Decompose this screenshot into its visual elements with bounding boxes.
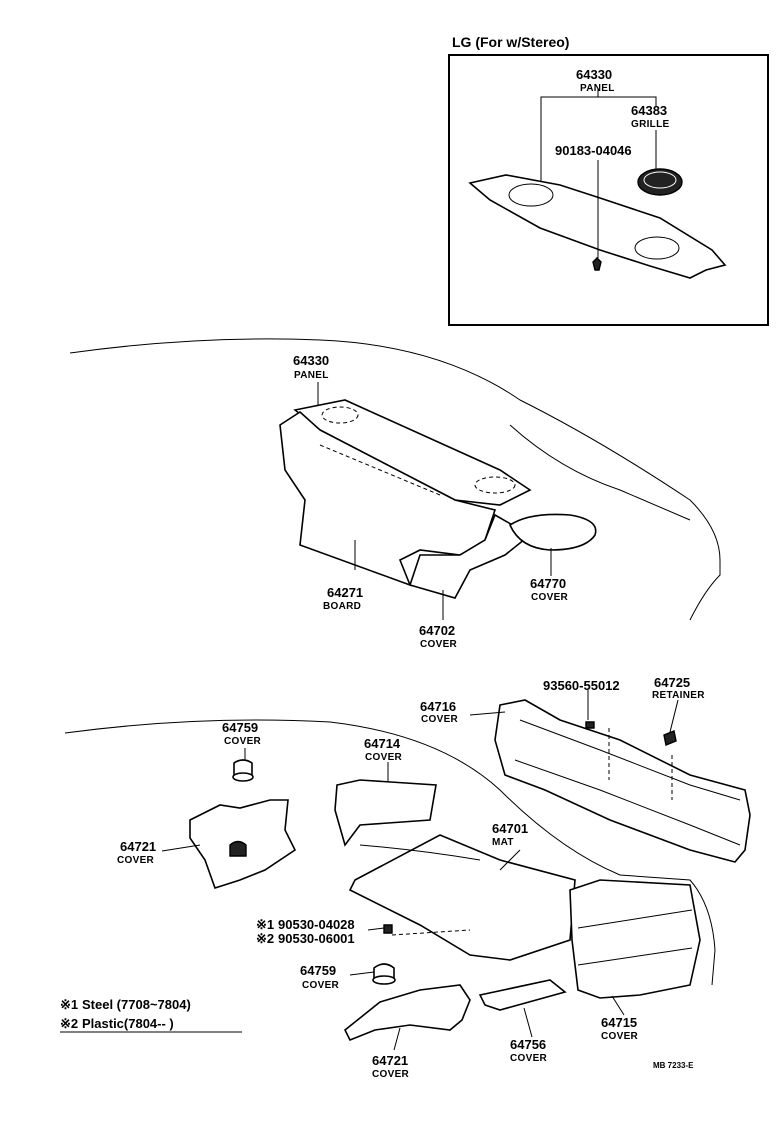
clip-icon [592, 257, 602, 271]
upper-board-shape [279, 410, 497, 587]
upper-board-name: BOARD [323, 601, 361, 612]
cap-lower-icon [373, 963, 395, 979]
lower-cover-64756-shape [478, 979, 567, 1011]
inset-title: LG (For w/Stereo) [452, 34, 569, 50]
inset-grille-name: GRILLE [631, 119, 669, 130]
lower-body-outline [64, 719, 716, 986]
lower-cap-b-number: 64759 [300, 963, 336, 978]
inset-clip-number: 90183-04046 [555, 143, 632, 158]
lower-assembly: 93560-55012 64725 RETAINER 64716 COVER 6… [64, 675, 751, 1080]
note-1-mark: ※1 [60, 997, 78, 1012]
lower-cover-64714-name: COVER [365, 752, 403, 763]
inset-speaker-hole-left [508, 183, 554, 207]
mat-number: 64701 [492, 821, 528, 836]
upper-panel-name: PANEL [294, 370, 329, 381]
bolt-icon [383, 924, 393, 934]
retainer-name: RETAINER [652, 690, 705, 701]
upper-cover-64770-name: COVER [531, 592, 569, 603]
fastener-2-mark: ※2 [256, 931, 274, 946]
reference-code: MB 7233-E [653, 1061, 694, 1070]
retainer-icon [663, 730, 677, 746]
upper-panel-number: 64330 [293, 353, 329, 368]
lower-cover-64721-b-number: 64721 [372, 1053, 408, 1068]
lower-cover-64721-b-shape [343, 984, 471, 1042]
lower-cover-64756-name: COVER [510, 1053, 548, 1064]
mat-shape [348, 834, 576, 961]
grille-icon [637, 168, 683, 196]
mat-name: MAT [492, 837, 514, 848]
lower-cover-64716-number: 64716 [420, 699, 456, 714]
screw-number: 93560-55012 [543, 678, 620, 693]
note-2-text: Plastic(7804-- ) [82, 1016, 174, 1031]
cap-icon [233, 759, 253, 776]
lower-cover-64716-name: COVER [421, 714, 459, 725]
upper-board-number: 64271 [327, 585, 363, 600]
upper-cover-64702-name: COVER [420, 639, 458, 650]
note-1-text: Steel (7708~7804) [82, 997, 191, 1012]
inset-speaker-hole-right [634, 236, 680, 260]
inset-grille-number: 64383 [631, 103, 667, 118]
note-2-mark: ※2 [60, 1016, 78, 1031]
inset-panel-name: PANEL [580, 83, 615, 94]
upper-cover-64702-number: 64702 [419, 623, 455, 638]
lower-cover-64721-a-name: COVER [117, 855, 155, 866]
inset-stereo-box: LG (For w/Stereo) 64330 PANEL 64383 GRIL… [448, 34, 769, 326]
upper-body-outline [69, 338, 721, 621]
lower-cover-64714-number: 64714 [364, 736, 401, 751]
retainer-number: 64725 [654, 675, 690, 690]
lower-cap-a-number: 64759 [222, 720, 258, 735]
lower-cover-64715-number: 64715 [601, 1015, 637, 1030]
lower-cover-64714-shape [334, 779, 437, 847]
upper-assembly: 64330 PANEL 64271 BOARD 64702 COVER 6477… [69, 338, 721, 650]
notes: ※1 Steel (7708~7804) ※2 Plastic(7804-- ) [60, 997, 242, 1033]
lower-cover-64715-name: COVER [601, 1031, 639, 1042]
inset-frame [448, 54, 769, 326]
lower-cap-a-name: COVER [224, 736, 262, 747]
upper-cover-64770-shape [508, 513, 597, 551]
lower-cover-64721-b-name: COVER [372, 1069, 410, 1080]
rear-cover-64716-shape [494, 699, 751, 863]
fastener-2-number: 90530-06001 [278, 931, 355, 946]
lower-cap-b-name: COVER [302, 980, 340, 991]
upper-cover-64770-number: 64770 [530, 576, 566, 591]
screw-icon [585, 721, 595, 729]
lower-cover-64756-number: 64756 [510, 1037, 546, 1052]
lower-cover-64715-shape [569, 879, 701, 999]
upper-cover-64702-shape [408, 513, 532, 599]
lower-cover-64721-a-number: 64721 [120, 839, 156, 854]
fastener-1-number: 90530-04028 [278, 917, 355, 932]
fastener-1-mark: ※1 [256, 917, 274, 932]
inset-panel-number: 64330 [576, 67, 612, 82]
